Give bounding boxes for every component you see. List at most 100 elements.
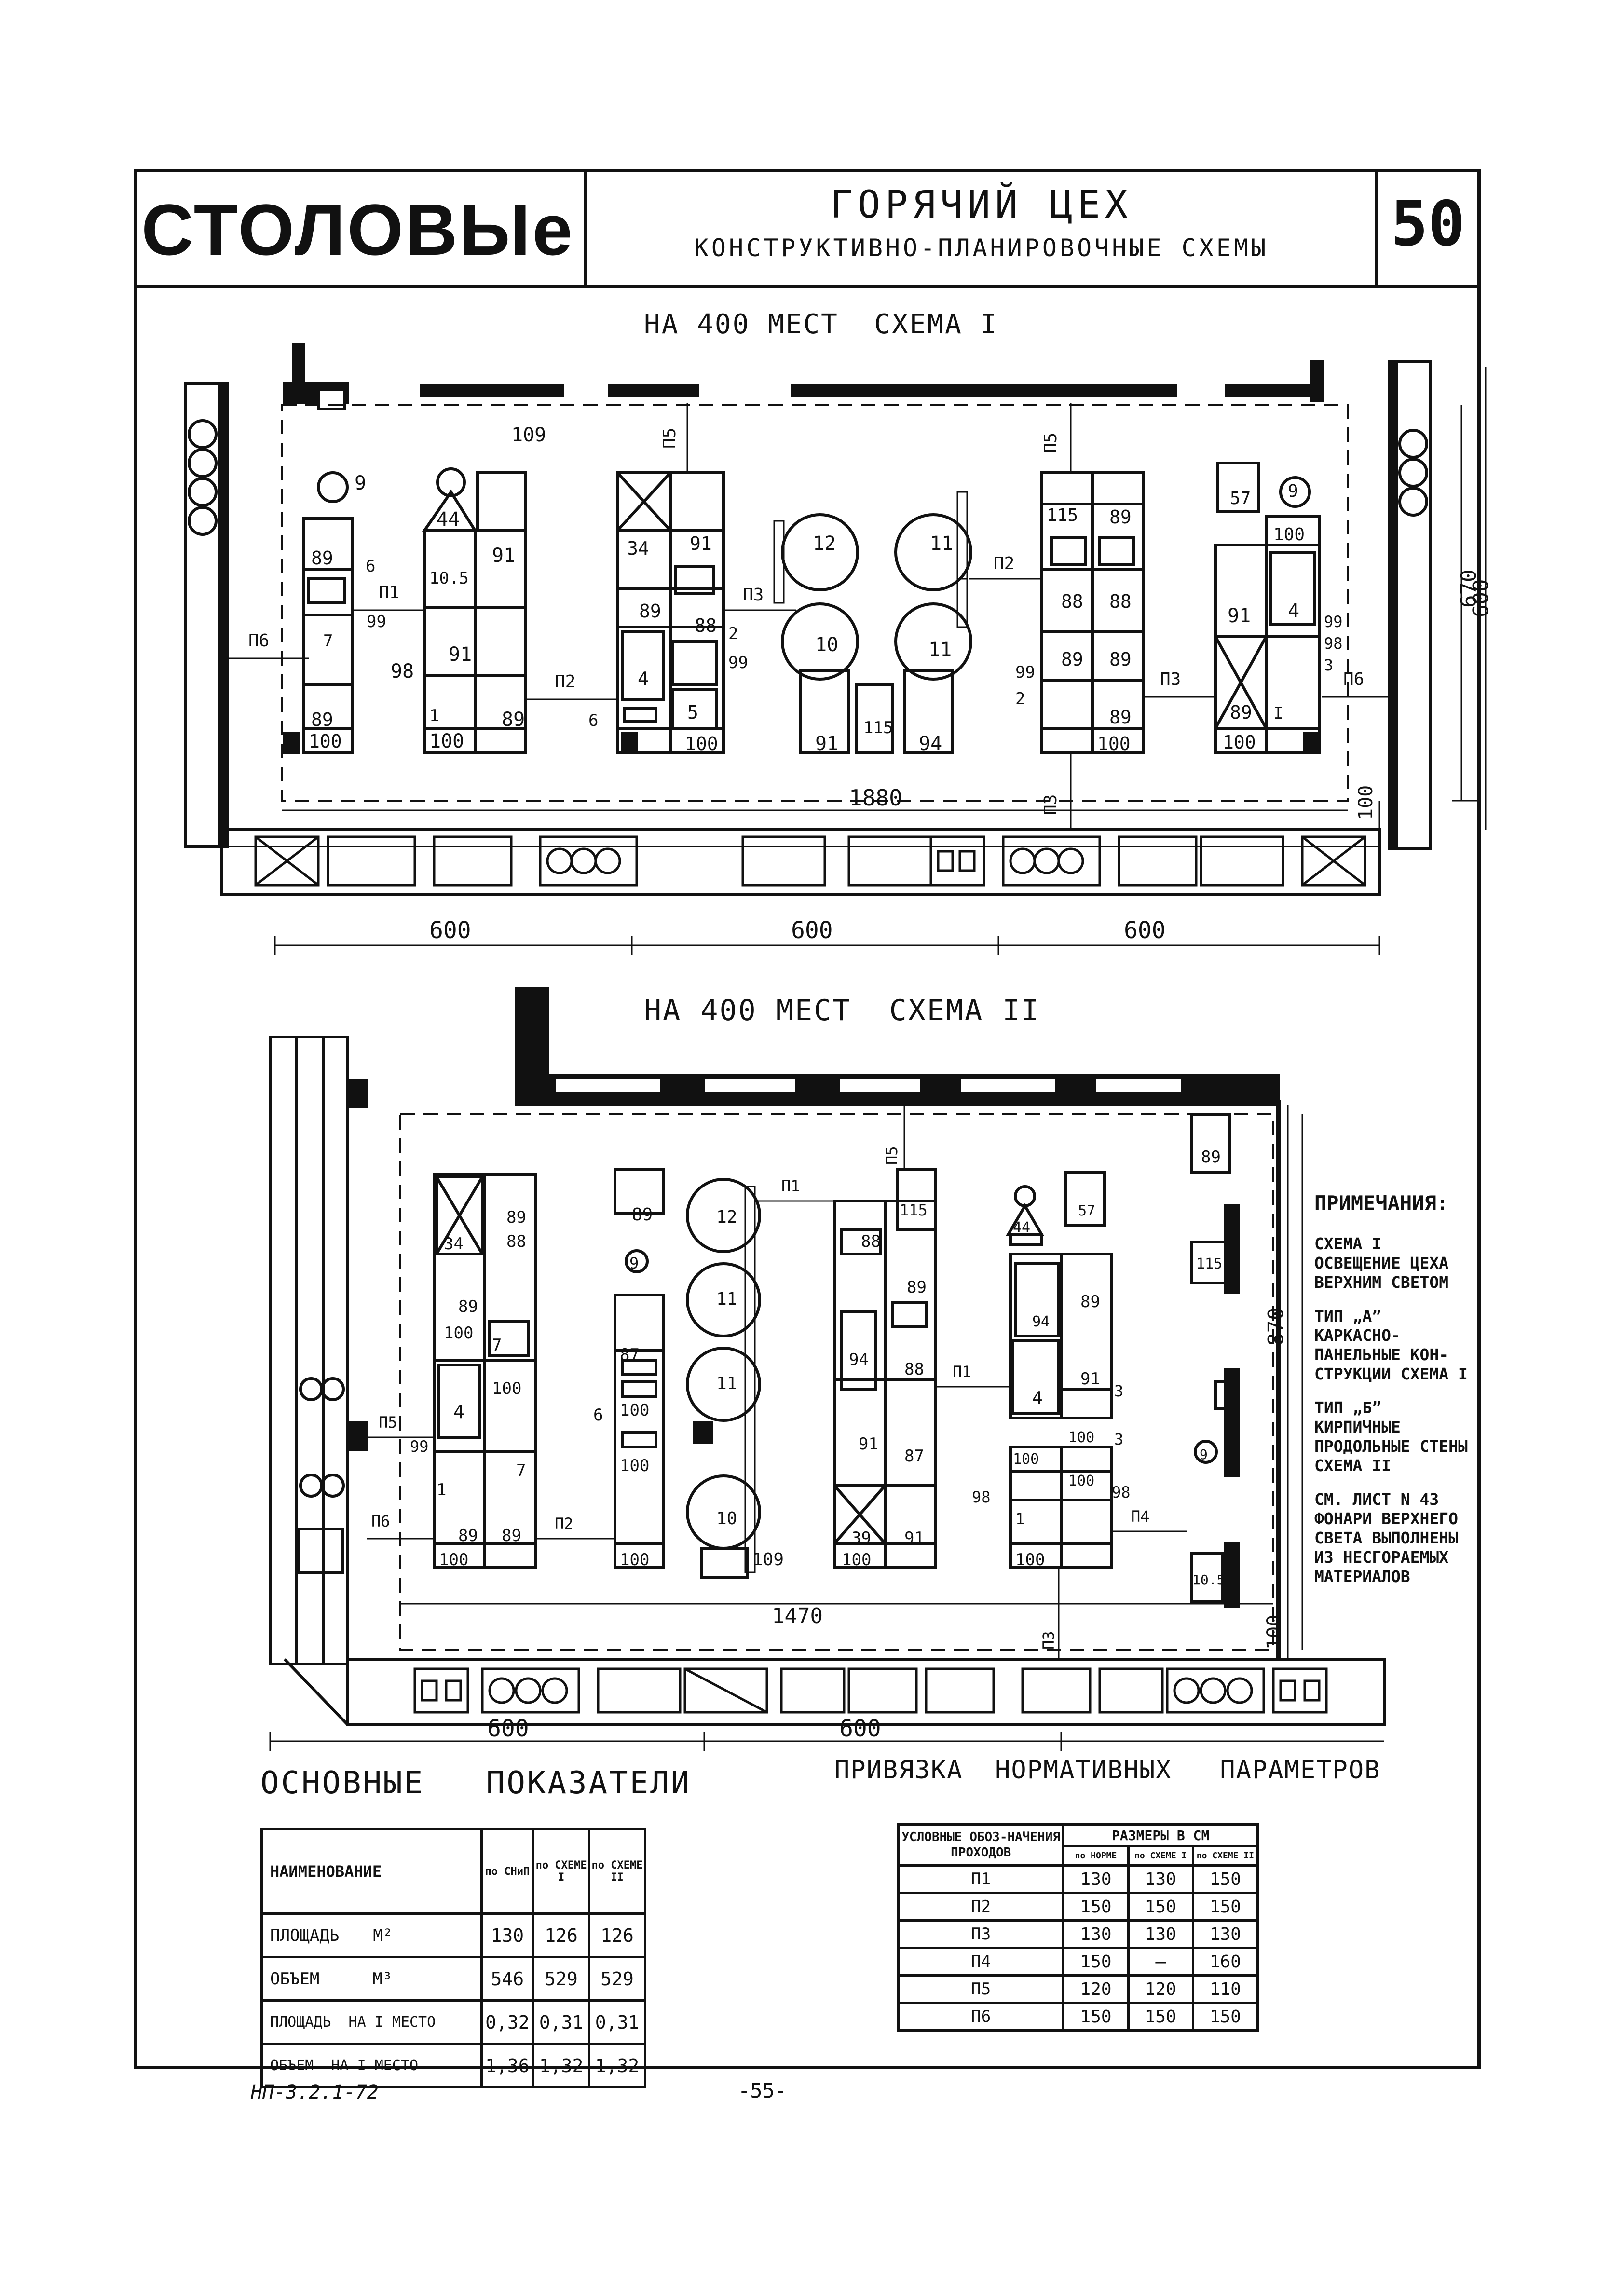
table-row: ОБЪЕМ НА I МЕСТО 1,36 1,32 1,32 — [260, 2043, 646, 2088]
sheet-number: 50 — [1391, 188, 1465, 260]
svg-text:10: 10 — [716, 1509, 737, 1528]
svg-text:91: 91 — [815, 733, 838, 755]
svg-text:12: 12 — [813, 532, 836, 555]
svg-text:115: 115 — [1047, 505, 1078, 525]
svg-text:88: 88 — [861, 1232, 881, 1251]
svg-text:94: 94 — [849, 1350, 869, 1369]
svg-text:7: 7 — [323, 631, 333, 651]
indicators-col-s2: по СХЕМЕ II — [588, 1828, 646, 1915]
cell: 130 — [1191, 1919, 1259, 1949]
svg-text:99: 99 — [1015, 663, 1035, 682]
svg-text:100: 100 — [439, 1550, 468, 1569]
cell: 110 — [1191, 1974, 1259, 2004]
svg-text:89: 89 — [1109, 506, 1132, 528]
document-code: НП-3.2.1-72 — [251, 2081, 379, 2103]
svg-text:600: 600 — [487, 1715, 529, 1742]
svg-text:П2: П2 — [555, 672, 575, 692]
svg-text:88: 88 — [904, 1360, 924, 1379]
indicators-col-s1: по СХЕМЕ I — [532, 1828, 591, 1915]
svg-text:11: 11 — [716, 1289, 737, 1309]
cell: 150 — [1191, 1864, 1259, 1894]
svg-text:99: 99 — [728, 653, 748, 672]
svg-text:П5: П5 — [660, 428, 680, 449]
cell: 150 — [1127, 2002, 1194, 2032]
svg-text:99: 99 — [367, 612, 386, 631]
svg-text:П3: П3 — [743, 585, 764, 605]
svg-text:115: 115 — [863, 718, 893, 737]
table-row: П4 150 — 160 — [897, 1947, 1259, 1977]
svg-text:57: 57 — [1230, 489, 1251, 508]
cell: 160 — [1191, 1947, 1259, 1977]
svg-text:2: 2 — [728, 624, 738, 643]
svg-text:100: 100 — [1355, 785, 1377, 820]
svg-text:89: 89 — [1061, 649, 1083, 670]
svg-text:1: 1 — [429, 706, 439, 725]
svg-text:100: 100 — [1068, 1473, 1094, 1489]
cell: П2 — [897, 1892, 1065, 1922]
cell: 130 — [1127, 1919, 1194, 1949]
series-name: СТОЛОВЫе — [141, 189, 574, 270]
svg-text:670: 670 — [1457, 570, 1481, 608]
cell: 0,31 — [588, 1999, 646, 2045]
binding-group: РАЗМЕРЫ В СМ — [1062, 1823, 1259, 1847]
svg-text:9: 9 — [629, 1254, 639, 1272]
svg-text:9: 9 — [355, 472, 366, 494]
svg-text:П1: П1 — [781, 1177, 800, 1195]
svg-text:100: 100 — [492, 1379, 521, 1398]
svg-text:89: 89 — [502, 1526, 521, 1545]
svg-text:91: 91 — [1080, 1369, 1100, 1389]
scheme-2-plan — [269, 987, 1386, 1751]
svg-text:89: 89 — [1230, 702, 1252, 723]
cell: П5 — [897, 1974, 1065, 2004]
svg-text:600: 600 — [839, 1715, 881, 1742]
svg-text:98: 98 — [1324, 634, 1343, 653]
svg-text:6: 6 — [588, 711, 598, 730]
svg-text:1880: 1880 — [849, 785, 902, 811]
cell: 150 — [1127, 1892, 1194, 1922]
row-name: ОБЪЕМ НА I МЕСТО — [260, 2043, 483, 2088]
svg-text:100: 100 — [1068, 1429, 1094, 1446]
indicators-title: ОСНОВНЫЕ ПОКАЗАТЕЛИ — [260, 1765, 692, 1801]
svg-text:П3: П3 — [1041, 794, 1061, 815]
svg-text:91: 91 — [904, 1528, 924, 1548]
cell: 1,32 — [532, 2043, 591, 2088]
svg-text:600: 600 — [429, 917, 471, 944]
svg-text:6: 6 — [593, 1406, 603, 1425]
svg-text:88: 88 — [1109, 591, 1132, 612]
cell: П4 — [897, 1947, 1065, 1977]
svg-text:100: 100 — [309, 731, 342, 752]
svg-text:91: 91 — [859, 1434, 878, 1454]
svg-text:91: 91 — [1228, 605, 1251, 627]
cell: 120 — [1062, 1974, 1130, 2004]
cell: 150 — [1191, 2002, 1259, 2032]
svg-text:9: 9 — [1200, 1447, 1208, 1462]
svg-text:88: 88 — [1061, 591, 1083, 612]
svg-text:П6: П6 — [371, 1512, 390, 1530]
series-cell: СТОЛОВЫе — [134, 169, 587, 285]
cell: 126 — [588, 1912, 646, 1958]
svg-text:100: 100 — [620, 1401, 649, 1420]
svg-text:34: 34 — [444, 1234, 464, 1254]
svg-text:П5: П5 — [883, 1146, 901, 1165]
svg-text:44: 44 — [437, 508, 460, 531]
svg-text:11: 11 — [930, 532, 953, 555]
cell: — — [1127, 1947, 1194, 1977]
svg-text:99: 99 — [410, 1437, 429, 1456]
svg-text:57: 57 — [1078, 1202, 1095, 1219]
svg-text:100: 100 — [1015, 1550, 1045, 1569]
svg-text:100: 100 — [1013, 1451, 1039, 1468]
indicators-col-name: НАИМЕНОВАНИЕ — [260, 1828, 483, 1915]
svg-text:П4: П4 — [1131, 1507, 1150, 1526]
cell: 150 — [1062, 1892, 1130, 1922]
row-name: ПЛОЩАДЬ НА I МЕСТО — [260, 1999, 483, 2045]
svg-text:П3: П3 — [1039, 1631, 1058, 1650]
svg-text:1: 1 — [1015, 1510, 1024, 1528]
cell: 1,36 — [480, 2043, 535, 2088]
svg-text:100: 100 — [620, 1456, 649, 1475]
cell: П1 — [897, 1864, 1065, 1894]
note-2: ТИП „А” КАРКАСНО-ПАНЕЛЬНЫЕ КОН-СТРУКЦИИ … — [1314, 1307, 1468, 1383]
svg-text:600: 600 — [791, 917, 833, 944]
svg-text:100: 100 — [429, 730, 464, 752]
svg-text:100: 100 — [1223, 732, 1256, 753]
